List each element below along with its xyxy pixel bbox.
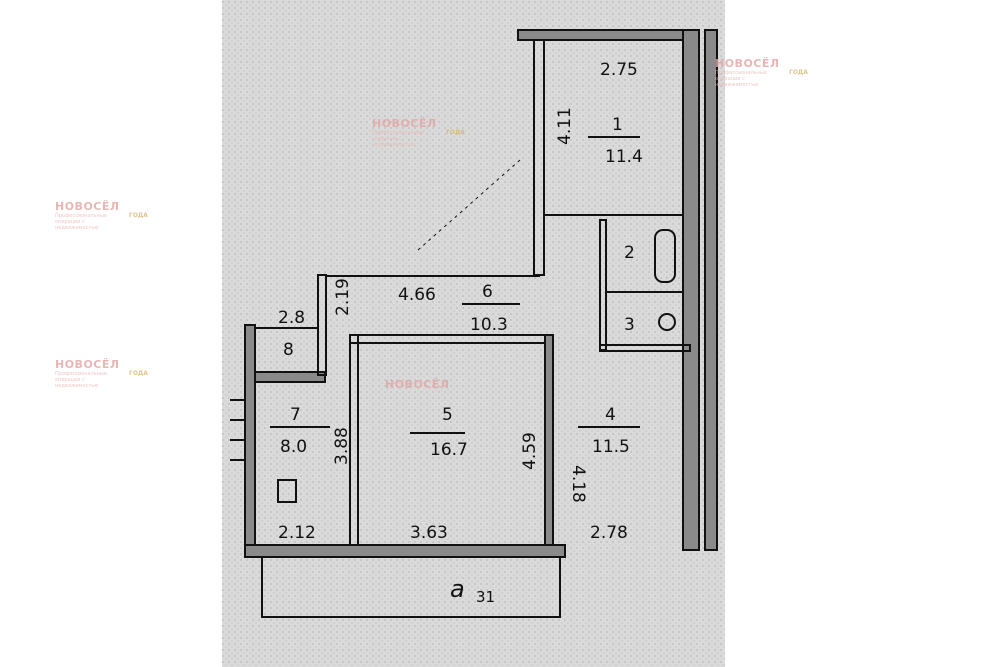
dim-4-59: 4.59 — [520, 432, 540, 470]
watermark-tagline: Профессиональные операции с недвижимость… — [715, 70, 767, 88]
room-7-number: 7 — [290, 405, 301, 425]
dim-3-63: 3.63 — [410, 523, 448, 543]
watermark: НОВОСЁЛ — [385, 378, 450, 391]
room-4-number: 4 — [605, 405, 616, 425]
labels: 2.75 4.11 1 11.4 2 3 4.66 6 10.3 2.8 2.1… — [278, 60, 643, 606]
room-1-number: 1 — [612, 115, 623, 135]
walls — [244, 29, 718, 558]
watermark-brand: НОВОСЁЛ — [715, 57, 780, 70]
room-5-area: 16.7 — [430, 440, 468, 460]
room-6-number: 6 — [482, 282, 493, 302]
dim-2-75: 2.75 — [600, 60, 638, 80]
watermark-badge: ГОДА — [129, 370, 148, 377]
watermark-badge: ГОДА — [446, 129, 465, 136]
dim-2-78: 2.78 — [590, 523, 628, 543]
dim-4-11: 4.11 — [555, 107, 575, 145]
room-5-number: 5 — [442, 405, 453, 425]
room-8-number: 8 — [283, 340, 294, 360]
dim-4-66: 4.66 — [398, 285, 436, 305]
dim-3-88: 3.88 — [332, 427, 352, 465]
room-1-area: 11.4 — [605, 147, 643, 167]
lines — [230, 136, 683, 618]
watermark-brand: НОВОСЁЛ — [372, 117, 437, 130]
bathtub-icon — [654, 229, 676, 283]
watermark-brand: НОВОСЁЛ — [55, 200, 120, 213]
toilet-icon — [658, 313, 676, 331]
room-6-area: 10.3 — [470, 315, 508, 335]
room-7-area: 8.0 — [280, 437, 307, 457]
watermark-tagline: Профессиональные операции с недвижимость… — [55, 213, 107, 231]
watermark-tagline: Профессиональные операции с недвижимость… — [372, 130, 424, 148]
watermark-badge: ГОДА — [129, 212, 148, 219]
dim-2-19: 2.19 — [333, 278, 353, 316]
dim-2-8: 2.8 — [278, 308, 305, 328]
watermark-brand: НОВОСЁЛ — [55, 358, 120, 371]
room-2-number: 2 — [624, 243, 635, 263]
axis-label: a — [450, 575, 465, 603]
stove-icon — [277, 479, 297, 503]
watermark-tagline: Профессиональные операции с недвижимость… — [55, 371, 107, 389]
room-4-area: 11.5 — [592, 437, 630, 457]
watermark-badge: ГОДА — [789, 69, 808, 76]
room-3-number: 3 — [624, 315, 635, 335]
axis-sub: 31 — [476, 588, 495, 606]
watermark-brand: НОВОСЁЛ — [385, 378, 450, 391]
dim-2-12: 2.12 — [278, 523, 316, 543]
dim-4-18: 4.18 — [568, 465, 588, 503]
